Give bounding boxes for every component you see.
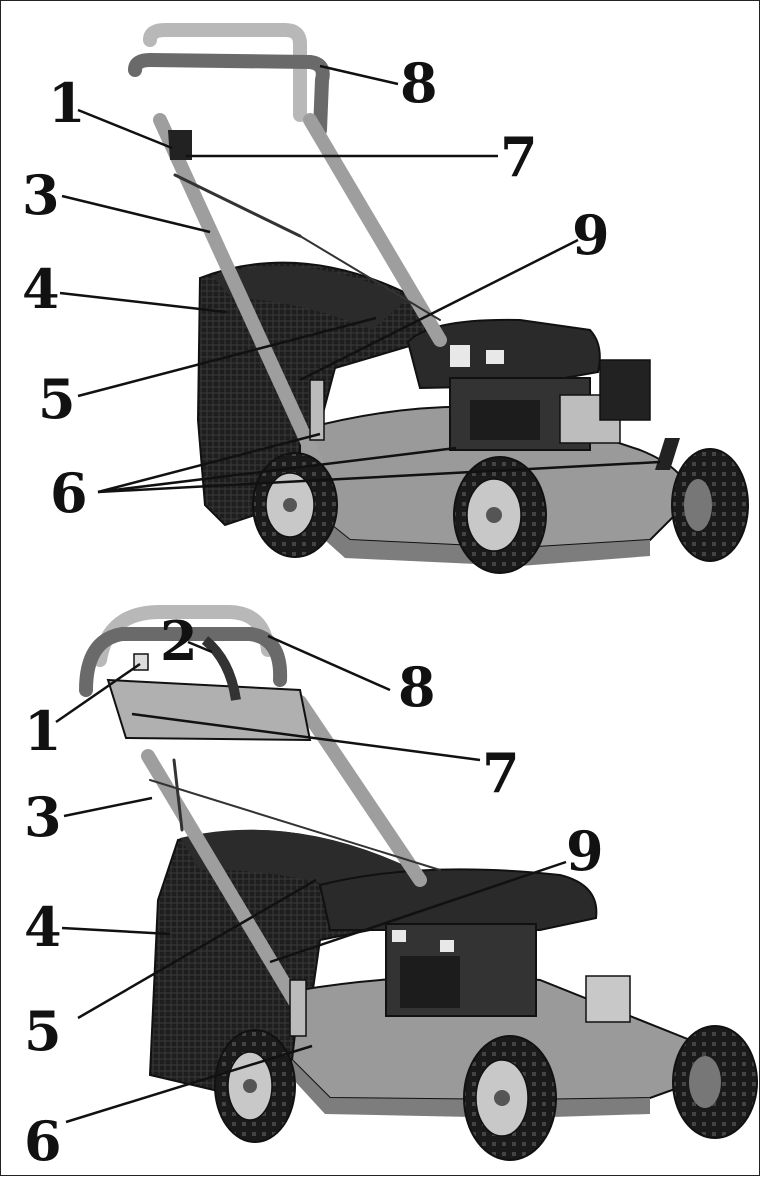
- callout-top-7: 7: [500, 125, 538, 189]
- callout-bottom-6: 6: [24, 1109, 62, 1173]
- callout-bottom-1: 1: [24, 699, 62, 763]
- wheel-rear-left-bottom: [214, 1029, 296, 1143]
- callout-top-5: 5: [38, 367, 76, 431]
- wheel-front-right-top: [671, 448, 749, 562]
- deck-skirt-bottom: [290, 1060, 650, 1118]
- height-lever-top: [309, 379, 325, 441]
- callout-bottom-2: 2: [160, 609, 198, 673]
- handle-top: [128, 23, 447, 477]
- engine-top: [406, 318, 651, 451]
- handle-bottom: [79, 605, 441, 1017]
- callout-bottom-3: 3: [24, 785, 62, 849]
- callout-top-3: 3: [22, 163, 60, 227]
- height-lever-bottom: [289, 979, 307, 1037]
- wheel-front-right-bottom: [672, 1025, 758, 1139]
- grass-bag-lid-top: [212, 265, 408, 330]
- callout-bottom-7: 7: [482, 741, 520, 805]
- callout-bottom-8: 8: [398, 655, 436, 719]
- callout-bottom-5: 5: [24, 999, 62, 1063]
- wheel-front-left-top: [453, 456, 547, 574]
- wheel-rear-left-top: [252, 452, 338, 558]
- callout-top-9: 9: [572, 203, 610, 267]
- callout-top-8: 8: [400, 51, 438, 115]
- mower-top: [128, 23, 749, 574]
- callout-bottom-9: 9: [566, 819, 604, 883]
- throttle-control-top: [168, 130, 192, 160]
- leader-lines-top: [59, 64, 661, 494]
- callout-bottom-4: 4: [24, 895, 62, 959]
- wheel-front-left-bottom: [463, 1035, 557, 1161]
- callout-top-1: 1: [48, 71, 86, 135]
- stop-lever-top: [655, 438, 680, 470]
- control-bar-bottom: [106, 678, 312, 742]
- callout-top-6: 6: [50, 461, 88, 525]
- bail-bar-bottom: [201, 636, 241, 701]
- leader-lines-bottom: [55, 634, 567, 1124]
- mower-bottom: [79, 605, 758, 1161]
- deck-skirt-top: [298, 500, 650, 566]
- callout-top-4: 4: [22, 257, 60, 321]
